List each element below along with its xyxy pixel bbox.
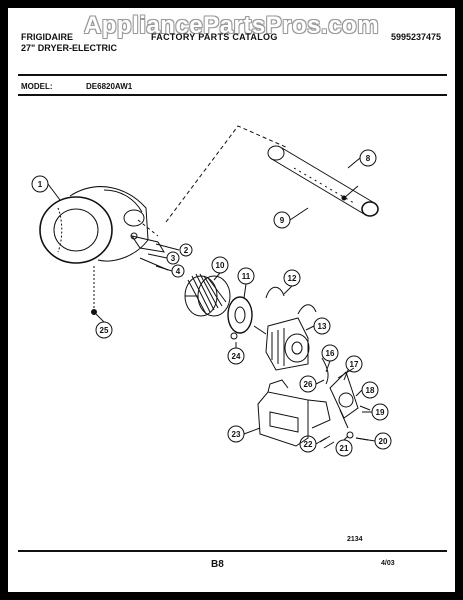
blower-wheel-part: [184, 273, 231, 317]
idler-pulley-part: [227, 296, 253, 340]
callout-22: 22: [304, 440, 313, 449]
callout-25: 25: [100, 326, 109, 335]
callout-3: 3: [171, 254, 176, 263]
header-rule: [18, 74, 447, 76]
catalog-part-number: 5995237475: [390, 32, 441, 42]
idler-arm-part: [321, 357, 359, 429]
callout-8: 8: [366, 154, 371, 163]
drive-motor-part: [253, 317, 310, 371]
callout-21: 21: [340, 444, 349, 453]
model-number: DE6820AW1: [86, 82, 133, 91]
blower-housing-part: [39, 186, 149, 264]
callout-23: 23: [232, 430, 241, 439]
callout-18: 18: [366, 386, 375, 395]
model-label: MODEL:: [21, 82, 53, 91]
model-rule: [18, 94, 447, 96]
callout-20: 20: [379, 437, 388, 446]
callout-26: 26: [304, 380, 313, 389]
callout-17: 17: [350, 360, 359, 369]
callout-13: 13: [318, 322, 327, 331]
exhaust-duct-part: [267, 145, 379, 217]
callout-2: 2: [184, 246, 189, 255]
motor-mount-part: [257, 379, 331, 447]
catalog-title: FACTORY PARTS CATALOG: [151, 32, 278, 42]
watermark: AppliancePartsPros.com: [83, 12, 380, 39]
footer-rule: [18, 550, 447, 552]
brand-name: FRIGIDAIRE: [21, 32, 74, 42]
page-number: B8: [211, 559, 224, 570]
diagram-code: 2134: [347, 536, 363, 543]
callout-12: 12: [288, 274, 297, 283]
product-subtitle: 27" DRYER-ELECTRIC: [21, 43, 117, 53]
callout-10: 10: [216, 261, 225, 270]
callout-4: 4: [176, 267, 181, 276]
callout-24: 24: [232, 352, 241, 361]
catalog-date: 4/03: [381, 560, 395, 567]
callout-11: 11: [242, 272, 251, 281]
callout-9: 9: [280, 216, 285, 225]
callout-1: 1: [38, 180, 43, 189]
exploded-parts-diagram: 1 2 3 4 8 9 10 11 12 13 16 17 18 19 20 2…: [31, 125, 392, 457]
callout-19: 19: [376, 408, 385, 417]
callout-16: 16: [326, 349, 335, 358]
parts-catalog-page: AppliancePartsPros.com FRIGIDAIRE FACTOR…: [8, 8, 455, 592]
